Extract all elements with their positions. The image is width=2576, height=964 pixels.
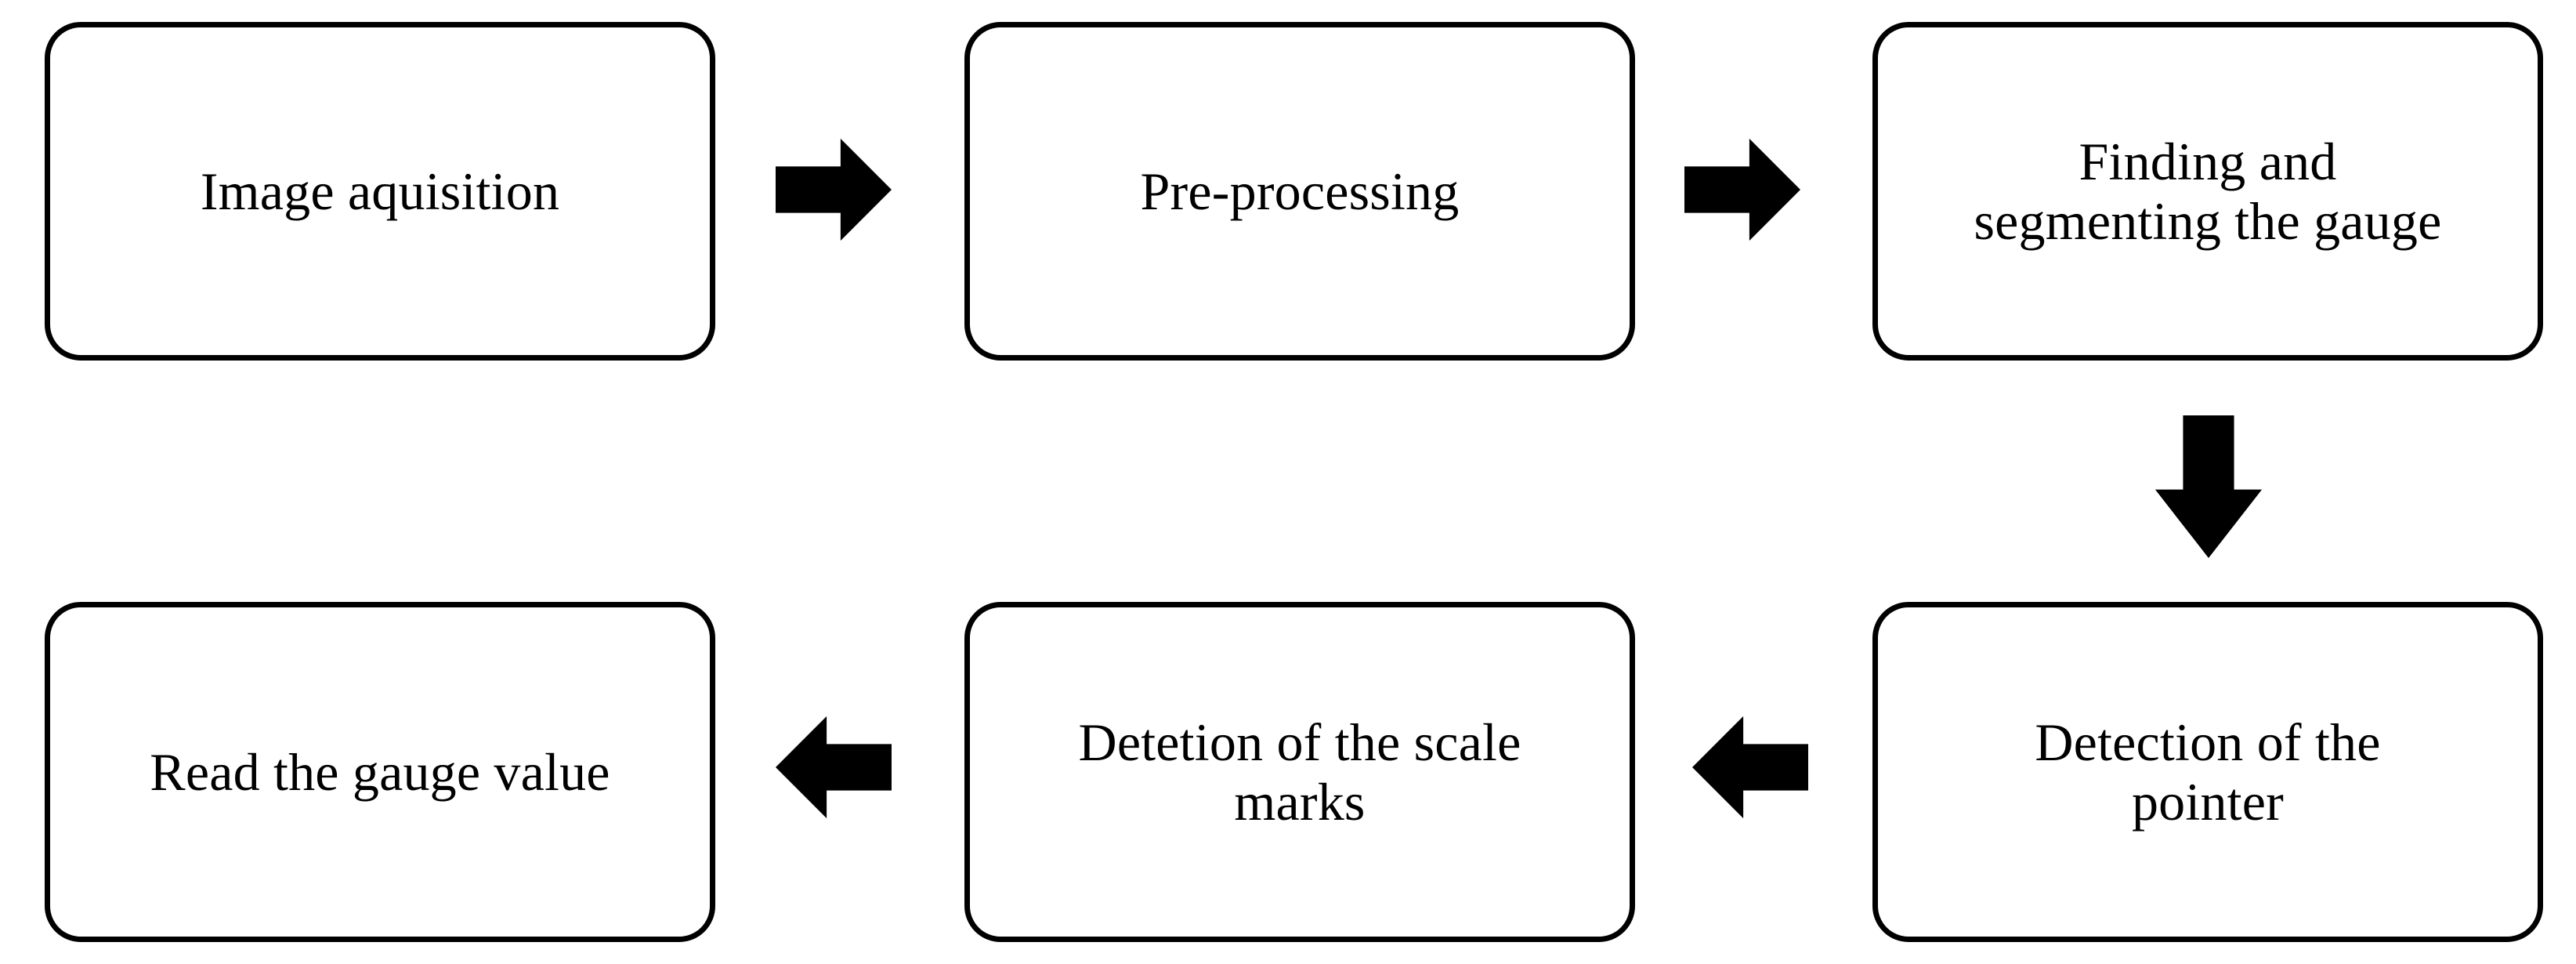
node-label-pre-processing: Pre-processing: [1140, 161, 1460, 221]
node-label-read-gauge-value: Read the gauge value: [150, 741, 610, 802]
node-label-detection-pointer: Detection of the pointer: [2035, 712, 2381, 832]
arrow-down-icon-finding-to-pointer: [2151, 415, 2267, 558]
arrow-left-icon-pointer-to-scale: [1692, 709, 1808, 825]
arrow-right-icon-acquisition-to-preprocessing: [776, 132, 892, 248]
node-finding-and-segmenting-the-gauge[interactable]: Finding and segmenting the gauge: [1872, 22, 2543, 361]
node-label-finding-segmenting: Finding and segmenting the gauge: [1974, 131, 2442, 251]
node-label-image-acquisition: Image aquisition: [200, 161, 560, 221]
node-label-detection-scale: Detetion of the scale marks: [1078, 712, 1521, 832]
node-pre-processing[interactable]: Pre-processing: [964, 22, 1635, 361]
node-image-acquisition[interactable]: Image aquisition: [45, 22, 715, 361]
node-detection-of-the-pointer[interactable]: Detection of the pointer: [1872, 602, 2543, 942]
arrow-right-icon-preprocessing-to-finding: [1684, 132, 1800, 248]
arrow-left-icon-scale-to-read: [776, 709, 892, 825]
node-read-the-gauge-value[interactable]: Read the gauge value: [45, 602, 715, 942]
node-detetion-of-the-scale-marks[interactable]: Detetion of the scale marks: [964, 602, 1635, 942]
